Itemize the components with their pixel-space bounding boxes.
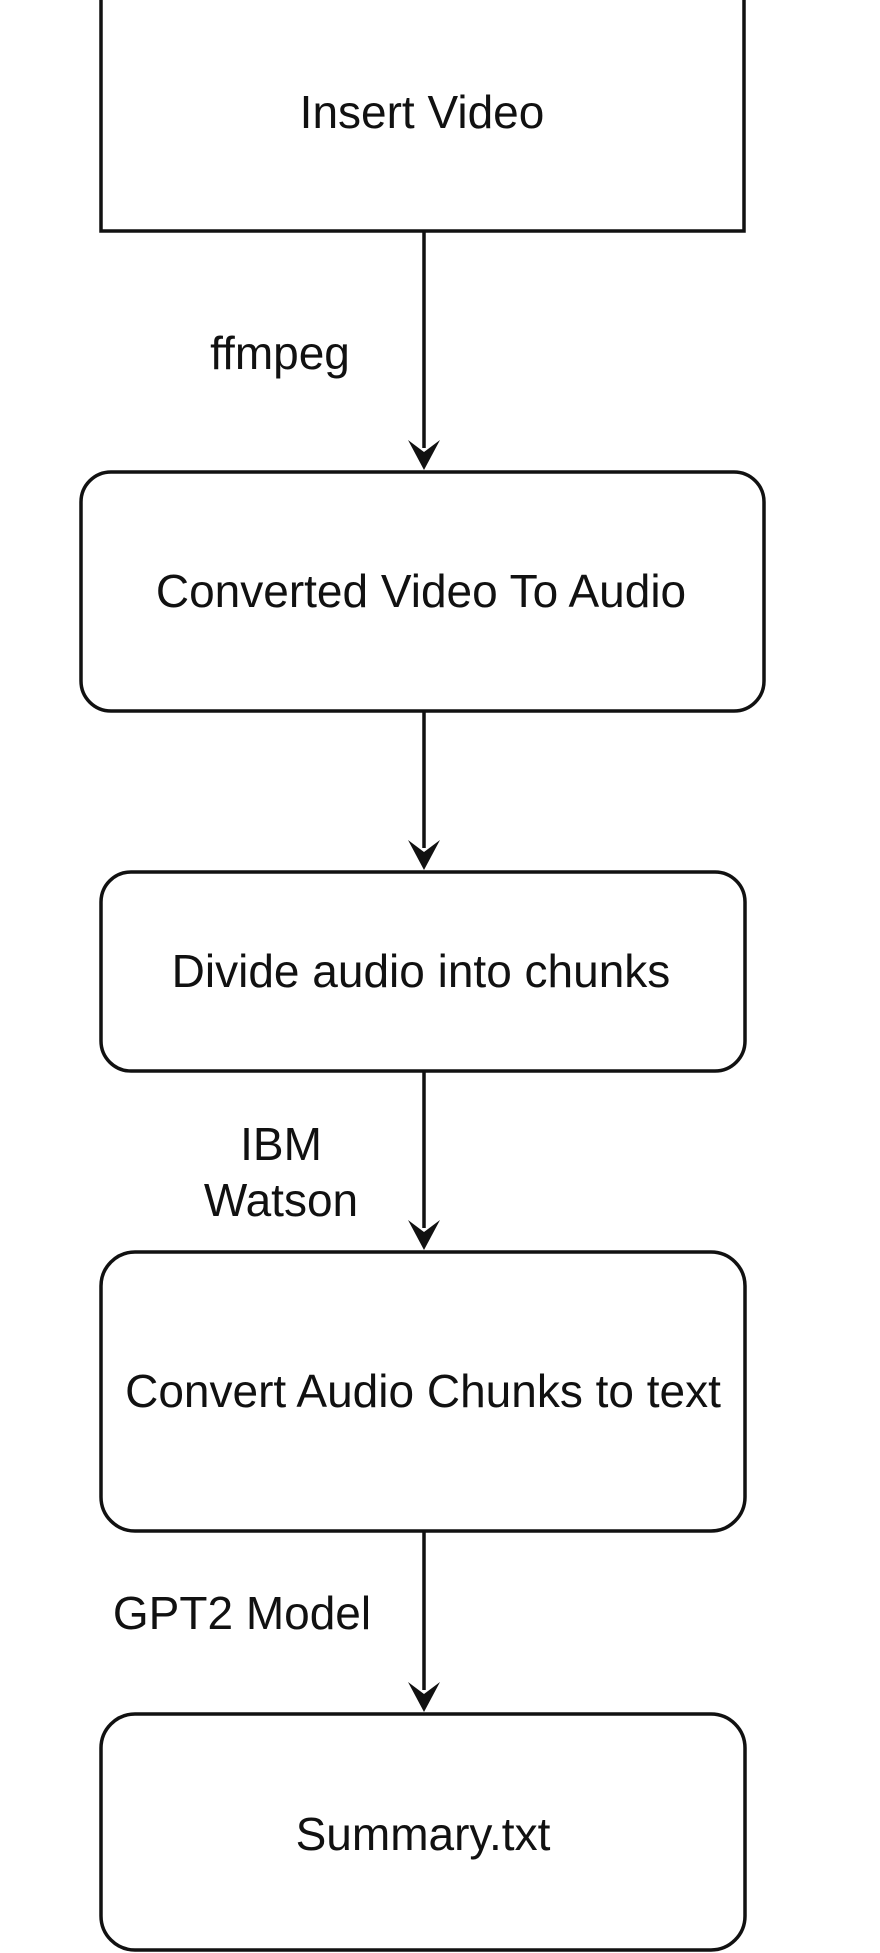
node-insert-video-box xyxy=(99,0,746,233)
edge-ffmpeg-label: ffmpeg xyxy=(210,327,350,379)
edge-gpt2-model-arrowhead xyxy=(408,1682,440,1712)
edge-ibm-watson-label-line2: Watson xyxy=(204,1174,358,1226)
edge-to-divide xyxy=(408,711,440,870)
node-convert-chunks-to-text-label: Convert Audio Chunks to text xyxy=(125,1365,721,1417)
node-summary: Summary.txt xyxy=(99,1712,747,1952)
edge-ffmpeg: ffmpeg xyxy=(210,231,440,470)
edge-gpt2-model-label: GPT2 Model xyxy=(113,1587,371,1639)
node-divide-audio-label: Divide audio into chunks xyxy=(172,945,671,997)
node-summary-box xyxy=(99,1712,747,1952)
node-convert-chunks-to-text: Convert Audio Chunks to text xyxy=(99,1250,747,1533)
edge-to-divide-arrowhead xyxy=(408,840,440,870)
node-insert-video: Insert Video xyxy=(99,0,746,233)
node-summary-label: Summary.txt xyxy=(296,1808,551,1860)
edge-ffmpeg-arrowhead xyxy=(408,440,440,470)
node-converted-video-to-audio: Converted Video To Audio xyxy=(79,470,766,713)
edge-ibm-watson: IBM Watson xyxy=(204,1071,440,1250)
node-converted-video-to-audio-label: Converted Video To Audio xyxy=(156,565,686,617)
edge-gpt2-model: GPT2 Model xyxy=(113,1531,440,1712)
node-divide-audio: Divide audio into chunks xyxy=(99,870,747,1073)
edge-ibm-watson-label-line1: IBM xyxy=(240,1118,322,1170)
edge-ibm-watson-arrowhead xyxy=(408,1220,440,1250)
node-insert-video-label: Insert Video xyxy=(300,86,545,138)
